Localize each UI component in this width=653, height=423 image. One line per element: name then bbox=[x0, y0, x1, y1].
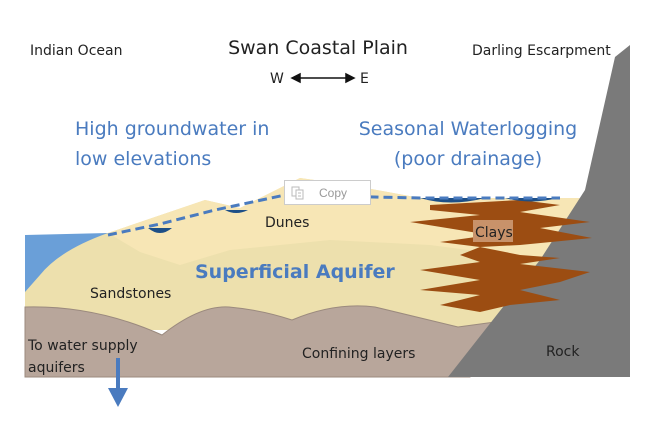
copy-context-menu[interactable]: Copy bbox=[284, 180, 371, 205]
indian-ocean-label: Indian Ocean bbox=[30, 43, 122, 59]
diagram-title: Swan Coastal Plain bbox=[228, 37, 408, 59]
copy-menu-item[interactable]: Copy bbox=[319, 185, 348, 200]
pond bbox=[148, 228, 172, 233]
aquifers-label: aquifers bbox=[28, 360, 85, 376]
seasonal-waterlogging-label: Seasonal Waterlogging bbox=[359, 118, 578, 140]
water-table-line bbox=[107, 193, 560, 237]
clays-label: Clays bbox=[475, 225, 513, 241]
superficial-aquifer-label: Superficial Aquifer bbox=[195, 261, 395, 283]
poor-drainage-label: (poor drainage) bbox=[394, 148, 542, 170]
ocean bbox=[25, 233, 108, 292]
confining-layer bbox=[24, 305, 496, 378]
clay-lenses bbox=[410, 200, 592, 312]
copy-icon bbox=[291, 186, 305, 200]
confining-layers-label: Confining layers bbox=[302, 346, 415, 362]
east-label: E bbox=[360, 71, 369, 87]
dunes-label: Dunes bbox=[265, 215, 309, 231]
west-label: W bbox=[270, 71, 284, 87]
water-supply-label: To water supply bbox=[27, 338, 138, 354]
west-east-arrow-icon bbox=[290, 72, 356, 84]
low-elevations-label: low elevations bbox=[75, 148, 211, 170]
clays-label-bg bbox=[473, 220, 513, 242]
pond bbox=[225, 210, 248, 213]
down-arrow-icon bbox=[108, 358, 128, 407]
sandstones-label: Sandstones bbox=[90, 286, 171, 302]
rock-label: Rock bbox=[546, 344, 580, 360]
high-groundwater-label: High groundwater in bbox=[75, 118, 269, 140]
rock-escarpment bbox=[448, 45, 630, 377]
darling-escarpment-label: Darling Escarpment bbox=[472, 43, 611, 59]
